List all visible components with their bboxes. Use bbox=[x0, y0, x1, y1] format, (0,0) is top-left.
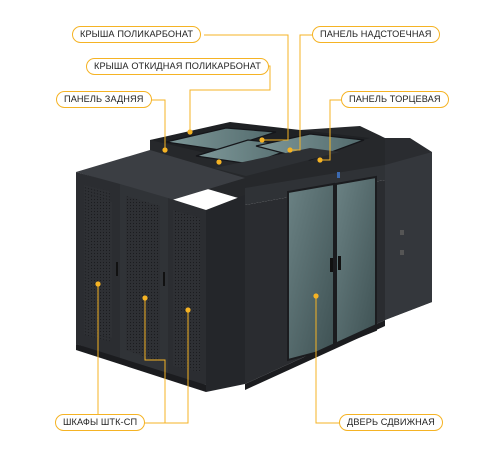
leader-sliding-door bbox=[315, 296, 340, 424]
cabinet-row-left bbox=[76, 150, 245, 392]
dot-roof-polycarbonate bbox=[259, 137, 265, 143]
dot-panel-top bbox=[287, 147, 293, 153]
label-panel-end: ПАНЕЛЬ ТОРЦЕВАЯ bbox=[341, 91, 449, 108]
label-cabinets: ШКАФЫ ШТК-СП bbox=[55, 414, 146, 431]
dot-panel-end bbox=[317, 157, 323, 163]
label-roof-polycarbonate: КРЫША ПОЛИКАРБОНАТ bbox=[72, 26, 202, 43]
dot-roof-hinged bbox=[187, 129, 193, 135]
roof-polycarbonate-pane bbox=[165, 127, 277, 151]
dot-sliding-door bbox=[313, 293, 319, 299]
dot-cabinet-mid bbox=[142, 295, 148, 301]
leader-panel-end bbox=[320, 99, 345, 161]
label-panel-back: ПАНЕЛЬ ЗАДНЯЯ bbox=[56, 91, 152, 108]
target-dots bbox=[95, 129, 323, 313]
leader-cabinets-right bbox=[165, 310, 189, 424]
label-panel-top: ПАНЕЛЬ НАДСТОЕЧНАЯ bbox=[312, 26, 440, 43]
label-sliding-door: ДВЕРЬ СДВИЖНАЯ bbox=[339, 414, 443, 431]
end-section bbox=[245, 165, 385, 390]
leader-roof-polycarbonate bbox=[204, 34, 289, 141]
dot-panel-back bbox=[162, 147, 168, 153]
dot-cabinet-right bbox=[185, 307, 191, 313]
leader-cabinets-mid bbox=[144, 298, 166, 424]
dot-cabinet-left bbox=[95, 281, 101, 287]
sliding-door-left bbox=[287, 182, 335, 362]
label-roof-hinged-polycarbonate: КРЫША ОТКИДНАЯ ПОЛИКАРБОНАТ bbox=[86, 58, 269, 75]
dot-roof-extra bbox=[216, 159, 222, 165]
rear-right-cabinets bbox=[360, 138, 432, 320]
roof bbox=[150, 122, 370, 176]
leader-panel-top bbox=[290, 34, 314, 151]
sliding-door-right bbox=[335, 175, 377, 348]
